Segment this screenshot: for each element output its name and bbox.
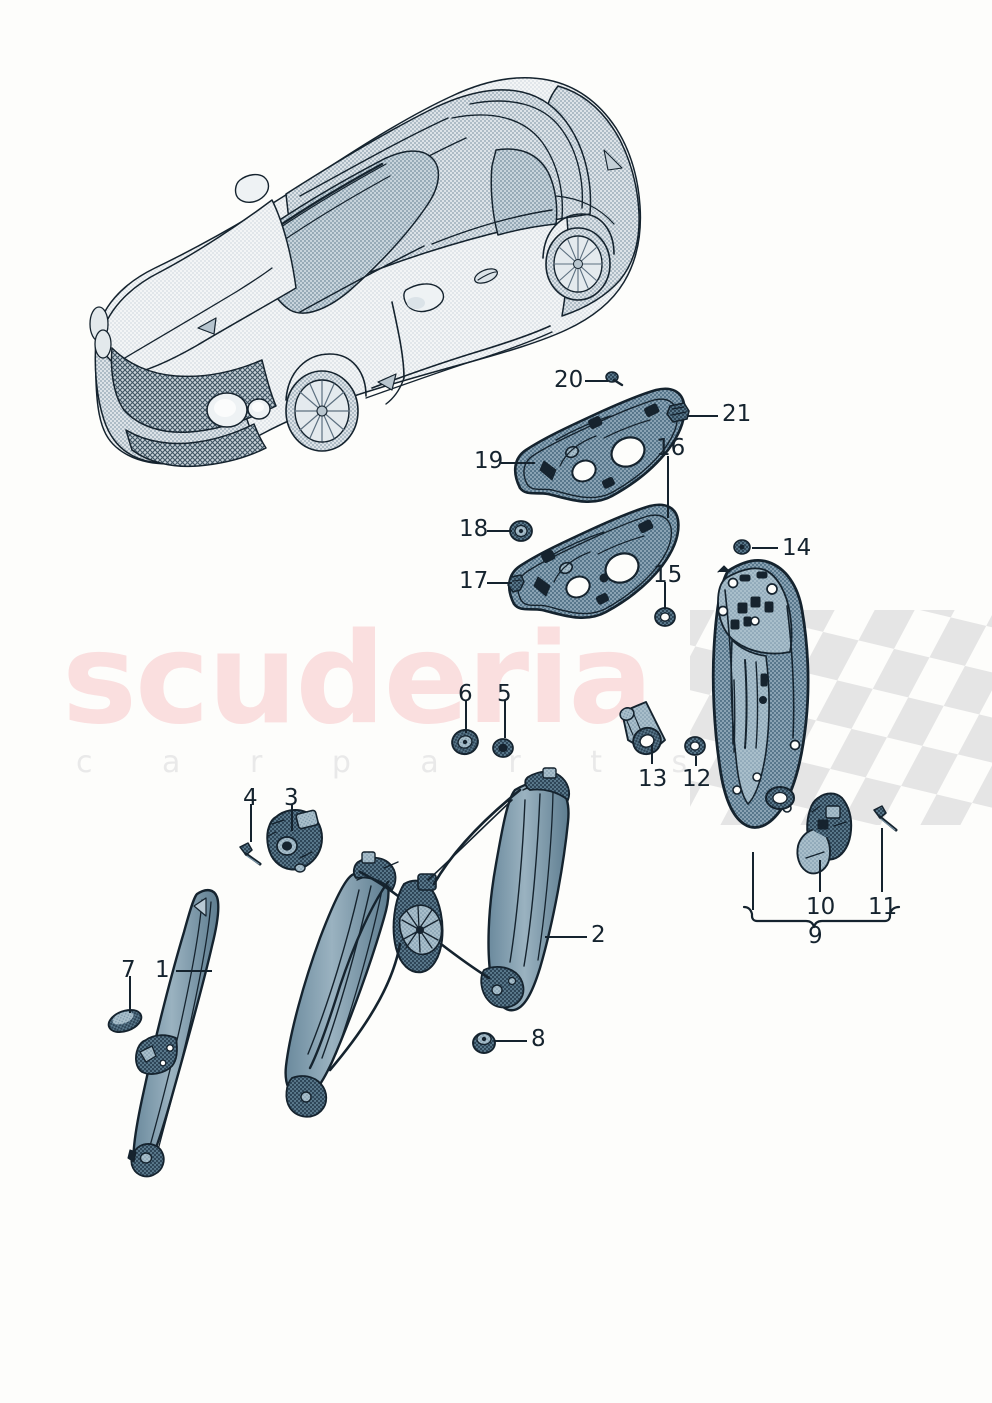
part-5-small-washer bbox=[492, 738, 514, 758]
part-7-oval-cap-plug bbox=[107, 1008, 143, 1034]
leader-1 bbox=[176, 970, 212, 972]
leader-2 bbox=[545, 936, 587, 938]
part-3-window-regulator-motor bbox=[266, 808, 323, 873]
leader-11 bbox=[881, 828, 883, 892]
part-17-expanding-rivet bbox=[507, 574, 525, 593]
leader-16 bbox=[667, 456, 669, 518]
part-21-retaining-clip bbox=[666, 402, 690, 423]
callout-label-18: 18 bbox=[459, 516, 489, 542]
leader-9 bbox=[752, 852, 754, 910]
part-6-rubber-grommet bbox=[451, 728, 479, 756]
leader-4 bbox=[250, 804, 252, 842]
leader-20 bbox=[585, 380, 608, 382]
part-8-hex-nut bbox=[472, 1032, 496, 1054]
part-11-module-screw bbox=[873, 805, 898, 832]
callout-label-16: 16 bbox=[656, 435, 686, 461]
leader-8 bbox=[495, 1040, 527, 1042]
leader-15 bbox=[664, 582, 666, 608]
callout-label-7: 7 bbox=[121, 957, 136, 983]
part-16-door-seal-foil-rear bbox=[507, 503, 680, 620]
callout-label-10: 10 bbox=[806, 894, 836, 920]
leader-13 bbox=[651, 744, 653, 764]
leader-3 bbox=[291, 804, 293, 831]
part-14-clip-fastener bbox=[733, 539, 751, 555]
leader-17 bbox=[487, 582, 512, 584]
part-18-grommet-plug bbox=[509, 520, 533, 542]
part-20-seal-screw bbox=[605, 371, 624, 387]
callout-label-19: 19 bbox=[474, 448, 504, 474]
leader-14 bbox=[752, 547, 778, 549]
callout-label-14: 14 bbox=[782, 535, 812, 561]
callout-label-12: 12 bbox=[682, 766, 712, 792]
leader-7 bbox=[129, 976, 131, 1013]
callout-label-8: 8 bbox=[531, 1026, 546, 1052]
callout-label-13: 13 bbox=[638, 766, 668, 792]
leader-19 bbox=[501, 462, 535, 464]
callout-label-21: 21 bbox=[722, 401, 752, 427]
leader-5 bbox=[504, 700, 506, 738]
part-15-sealing-washer bbox=[654, 607, 676, 627]
part-13-spacer-sleeve bbox=[619, 701, 666, 756]
callout-label-4: 4 bbox=[243, 785, 258, 811]
vehicle-illustration bbox=[89, 76, 642, 468]
callout-label-2: 2 bbox=[591, 922, 606, 948]
callout-label-11: 11 bbox=[868, 894, 898, 920]
leader-18 bbox=[487, 530, 512, 532]
part-4-motor-mounting-screw bbox=[239, 842, 262, 866]
assembly-bracket-9 bbox=[742, 905, 901, 929]
callout-label-5: 5 bbox=[497, 681, 512, 707]
callout-label-1: 1 bbox=[155, 957, 170, 983]
callout-label-20: 20 bbox=[554, 367, 584, 393]
leader-10 bbox=[819, 860, 821, 892]
callout-label-9: 9 bbox=[808, 923, 823, 949]
part-1-window-guide-rail bbox=[127, 889, 220, 1178]
callout-label-3: 3 bbox=[284, 785, 299, 811]
callout-label-17: 17 bbox=[459, 568, 489, 594]
callout-label-6: 6 bbox=[458, 681, 473, 707]
leader-6 bbox=[465, 700, 467, 733]
leader-21 bbox=[688, 415, 718, 417]
part-12-washer bbox=[684, 736, 706, 756]
part-19-door-seal-foil-front bbox=[513, 387, 686, 504]
part-2-window-regulator-assembly bbox=[284, 767, 571, 1118]
part-10-window-lift-motor bbox=[796, 792, 853, 875]
part-9-door-module-assembly bbox=[711, 559, 810, 829]
leader-12 bbox=[695, 756, 697, 766]
callout-label-15: 15 bbox=[653, 562, 683, 588]
